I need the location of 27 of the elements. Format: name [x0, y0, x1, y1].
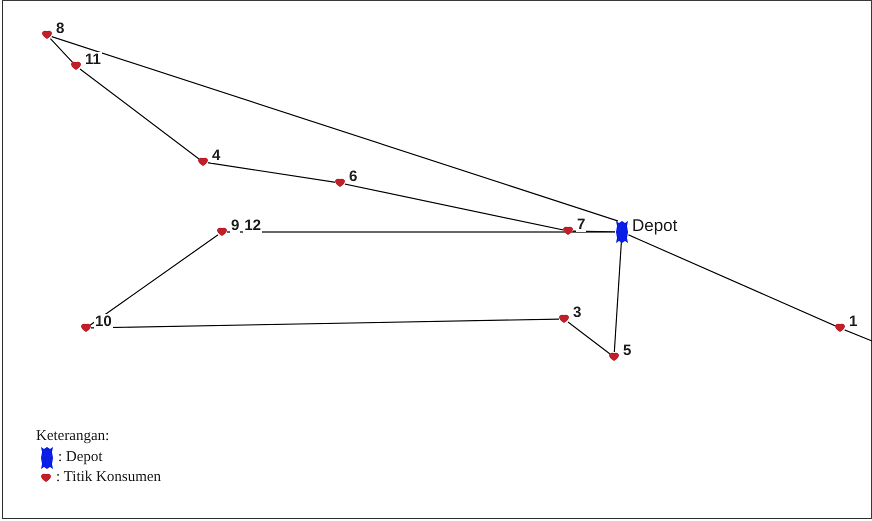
- route-line: [208, 162, 336, 183]
- point-number: 5: [622, 343, 632, 358]
- point-number: 7: [576, 217, 586, 232]
- point-number: 3: [572, 305, 582, 320]
- point-number: 1: [848, 314, 858, 329]
- route-line: [628, 234, 836, 327]
- legend-label: : Depot: [58, 448, 103, 468]
- route-line: [344, 183, 564, 231]
- route-line: [90, 318, 560, 328]
- legend-title: Keterangan:: [36, 427, 110, 446]
- point-number: 12: [243, 218, 262, 233]
- route-line: [50, 38, 74, 63]
- point-number: 11: [84, 52, 102, 67]
- point-number: 6: [348, 169, 358, 184]
- route-line: [90, 234, 218, 326]
- route-line: [80, 68, 200, 160]
- route-line: [52, 36, 618, 222]
- point-number: 8: [55, 21, 66, 36]
- point-number: 9: [230, 218, 240, 233]
- depot-label: Depot: [631, 217, 678, 234]
- route-line: [844, 329, 872, 342]
- point-number: 4: [211, 148, 222, 163]
- legend-label: : Titik Konsumen: [56, 468, 162, 488]
- route-line: [572, 230, 616, 232]
- route-line: [568, 322, 610, 354]
- point-number: 10: [94, 314, 113, 329]
- route-line: [227, 231, 615, 233]
